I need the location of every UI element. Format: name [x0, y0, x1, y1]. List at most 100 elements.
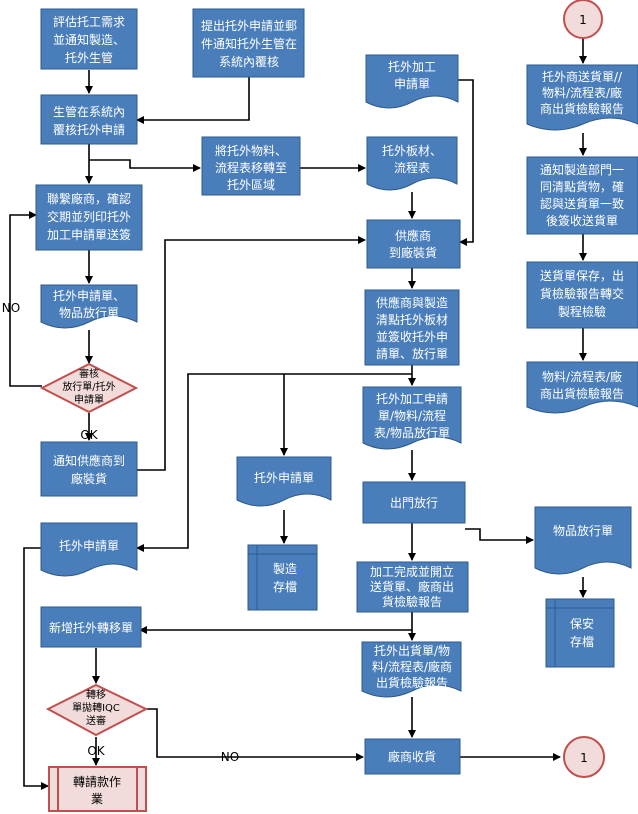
svg-text:商出貨檢驗報告: 商出貨檢驗報告: [540, 101, 624, 116]
svg-text:料/流程表/廠商: 料/流程表/廠商: [372, 659, 452, 674]
svg-text:放行單/托外: 放行單/托外: [62, 380, 115, 393]
svg-text:到廠裝貨: 到廠裝貨: [389, 245, 437, 260]
svg-text:請單、放行單: 請單、放行單: [376, 346, 448, 361]
svg-text:申請單: 申請單: [74, 393, 104, 406]
svg-text:OK: OK: [80, 428, 98, 442]
svg-text:送貨單保存，出: 送貨單保存，出: [540, 268, 624, 283]
svg-text:將托外物料、: 將托外物料、: [215, 143, 287, 158]
doc-final-report: 物料/流程表/廠 商出貨檢驗報告: [526, 361, 638, 414]
node-supplier-load: 供應商 到廠裝貨: [366, 219, 461, 269]
svg-text:生管在系統內: 生管在系統內: [53, 104, 125, 119]
decision-transfer: 轉移 單拋轉IQC 送審: [45, 683, 149, 737]
svg-text:聯繫廠商，確認: 聯繫廠商，確認: [47, 191, 131, 206]
svg-text:申請單: 申請單: [394, 77, 430, 91]
svg-text:NO: NO: [221, 750, 239, 764]
doc-form-1: 托外申請單、 物品放行單: [40, 284, 138, 329]
svg-text:托外區域: 托外區域: [227, 178, 275, 192]
svg-text:物品放行單: 物品放行單: [59, 305, 119, 320]
svg-text:表/物品放行單: 表/物品放行單: [374, 425, 450, 440]
doc-plate-flow: 托外板材、 流程表: [366, 136, 458, 191]
svg-text:商出貨檢驗報告: 商出貨檢驗報告: [540, 386, 624, 401]
svg-text:同清點貨物，確: 同清點貨物，確: [540, 179, 624, 194]
node-payment: 轉請款作 業: [48, 766, 147, 812]
node-mfg-archive: 製造 存檔: [247, 544, 318, 611]
svg-text:廠商收貨: 廠商收貨: [388, 749, 436, 764]
svg-text:流程表: 流程表: [394, 160, 430, 175]
svg-text:提出托外申請並郵: 提出托外申請並郵: [201, 18, 297, 33]
svg-text:並通知製造、: 並通知製造、: [53, 33, 125, 47]
doc-form-2: 托外申請單: [40, 522, 138, 577]
svg-text:通知供應商到: 通知供應商到: [53, 453, 125, 468]
doc-processing-docs: 托外加工申請 單/物料/流程 表/物品放行單: [362, 386, 462, 450]
svg-text:托外申請單、: 托外申請單、: [53, 289, 125, 303]
doc-release-slip: 物品放行單: [534, 506, 632, 575]
svg-text:製程檢驗: 製程檢驗: [558, 304, 606, 319]
svg-text:單/物料/流程: 單/物料/流程: [378, 408, 446, 423]
svg-text:加工申請單送簽: 加工申請單送簽: [47, 227, 131, 242]
svg-text:通知製造部門一: 通知製造部門一: [540, 162, 624, 177]
svg-text:貨檢驗報告轉交: 貨檢驗報告轉交: [540, 286, 624, 301]
svg-text:送審: 送審: [86, 714, 106, 727]
svg-text:系統內覆核: 系統內覆核: [219, 55, 279, 69]
svg-text:並簽收托外申: 並簽收托外申: [376, 330, 448, 344]
node-count-goods: 通知製造部門一 同清點貨物，確 認與送貨單一致 後簽收送貨單: [526, 156, 638, 235]
svg-text:物料/流程表/廠: 物料/流程表/廠: [542, 369, 622, 384]
svg-text:托外商送貨單//: 托外商送貨單//: [542, 69, 623, 84]
svg-text:托外板材、: 托外板材、: [382, 144, 442, 158]
node-new-transfer: 新增托外轉移單: [40, 606, 142, 648]
svg-text:NO: NO: [2, 301, 20, 315]
svg-text:轉請款作: 轉請款作: [73, 775, 121, 789]
svg-text:廠裝貨: 廠裝貨: [71, 471, 107, 486]
svg-text:供應商與製造: 供應商與製造: [376, 295, 448, 310]
svg-text:覆核托外申請: 覆核托外申請: [53, 123, 125, 137]
node-move-materials: 將托外物料、 流程表移轉至 托外區域: [201, 136, 301, 196]
svg-text:托外生管: 托外生管: [65, 50, 113, 65]
svg-text:新增托外轉移單: 新增托外轉移單: [49, 620, 133, 635]
node-exit-release: 出門放行: [362, 481, 466, 524]
svg-text:貨檢驗報告: 貨檢驗報告: [382, 594, 442, 609]
svg-text:送貨單、廠商出: 送貨單、廠商出: [370, 579, 454, 594]
connector-bottom: 1: [563, 736, 605, 778]
doc-shipment-docs: 托外出貨單/物 料/流程表/廠商 出貨檢驗報告: [361, 641, 462, 698]
svg-text:存檔: 存檔: [273, 580, 297, 594]
doc-form-3: 托外申請單: [236, 456, 332, 507]
svg-text:托外加工: 托外加工: [388, 60, 436, 74]
svg-text:保安: 保安: [570, 616, 594, 631]
svg-text:清點托外板材: 清點托外板材: [376, 313, 448, 327]
svg-text:審核: 審核: [79, 367, 99, 380]
node-contact-vendor: 聯繫廠商，確認 交期並列印托外 加工申請單送簽: [35, 184, 143, 251]
svg-text:加工完成並開立: 加工完成並開立: [370, 564, 454, 579]
node-guard-archive: 保安 存檔: [545, 598, 615, 668]
node-check-plates: 供應商與製造 清點托外板材 並簽收托外申 請單、放行單: [364, 289, 460, 366]
svg-text:交期並列印托外: 交期並列印托外: [47, 209, 131, 224]
svg-text:件通知托外生管在: 件通知托外生管在: [201, 36, 297, 51]
connector-top: 1: [563, 0, 603, 39]
svg-text:單拋轉IQC: 單拋轉IQC: [72, 701, 120, 714]
node-submit-application: 提出托外申請並郵 件通知托外生管在 系統內覆核: [192, 8, 305, 78]
svg-text:OK: OK: [87, 744, 105, 758]
svg-text:轉移: 轉移: [86, 688, 106, 701]
node-notify-supplier: 通知供應商到 廠裝貨: [40, 441, 138, 497]
svg-text:1: 1: [579, 13, 587, 27]
svg-text:出貨檢驗報告: 出貨檢驗報告: [376, 675, 448, 690]
node-vendor-receive: 廠商收貨: [364, 738, 461, 775]
svg-text:托外申請單: 托外申請單: [254, 471, 314, 485]
doc-vendor-shipment: 托外商送貨單// 物料/流程表/廠 商出貨檢驗報告: [526, 64, 638, 131]
svg-text:製造: 製造: [273, 562, 297, 576]
node-processing-complete: 加工完成並開立 送貨單、廠商出 貨檢驗報告: [356, 561, 469, 613]
svg-text:評估托工需求: 評估托工需求: [53, 14, 125, 29]
node-keep-slip: 送貨單保存，出 貨檢驗報告轉交 製程檢驗: [526, 261, 638, 329]
svg-text:業: 業: [91, 792, 103, 806]
svg-text:物料/流程表/廠: 物料/流程表/廠: [542, 85, 622, 100]
svg-text:後簽收送貨單: 後簽收送貨單: [546, 213, 618, 228]
svg-text:托外申請單: 托外申請單: [59, 539, 119, 553]
doc-apply-form: 托外加工 申請單: [365, 54, 459, 109]
svg-text:托外出貨單/物: 托外出貨單/物: [374, 643, 450, 658]
branch-labels: NO OK NO OK: [2, 301, 239, 764]
node-review-application: 生管在系統內 覆核托外申請: [40, 94, 138, 145]
decision-approve: 審核 放行單/托外 申請單: [39, 362, 139, 414]
svg-text:托外加工申請: 托外加工申請: [376, 392, 448, 406]
svg-text:認與送貨單一致: 認與送貨單一致: [540, 196, 624, 211]
svg-text:物品放行單: 物品放行單: [553, 523, 613, 538]
